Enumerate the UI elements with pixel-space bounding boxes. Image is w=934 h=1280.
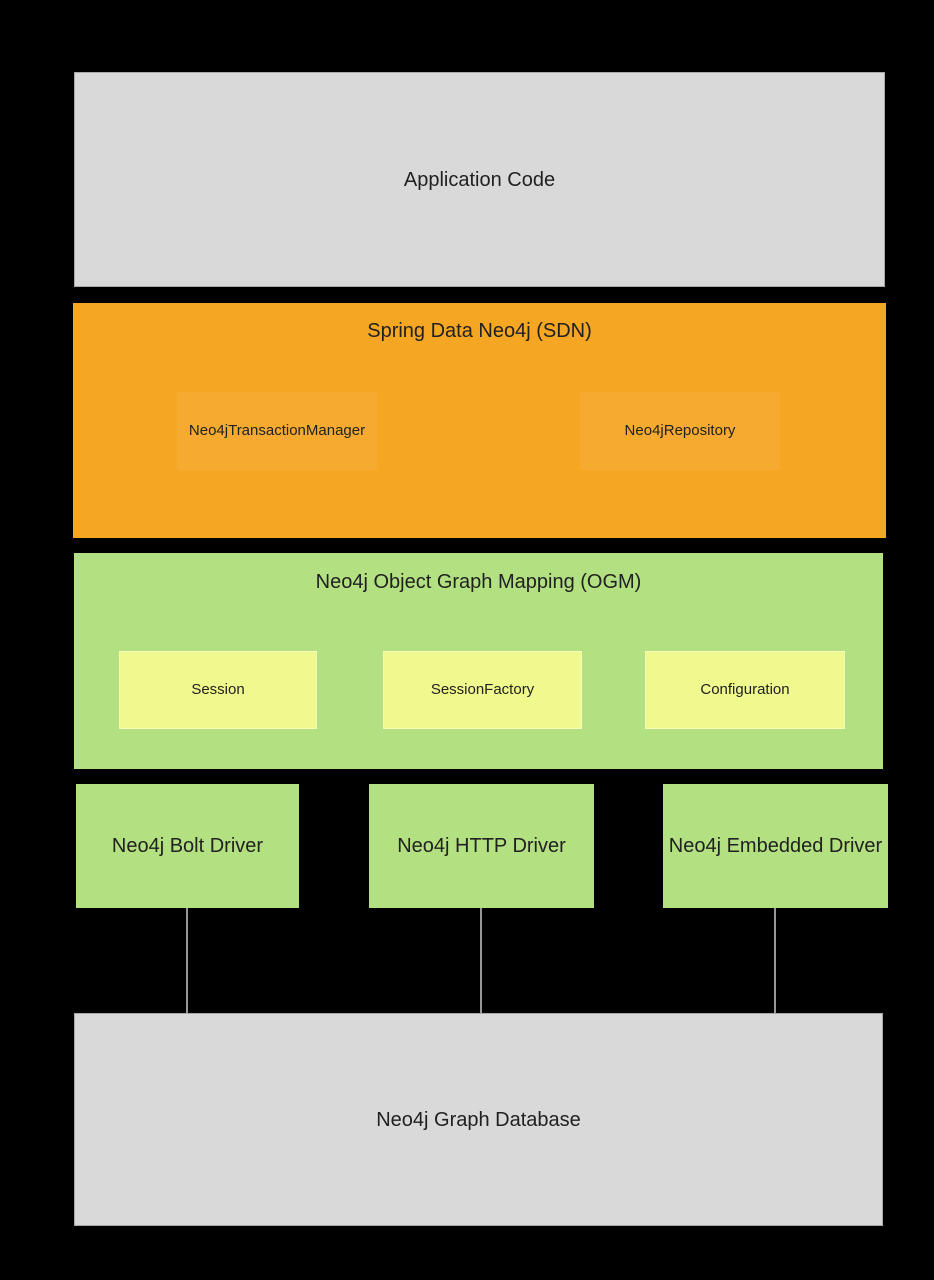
neo4j-embedded-driver-label: Neo4j Embedded Driver [668,835,883,857]
session-box: Session [119,651,317,729]
application-code-box: Application Code [74,72,885,287]
session-factory-box: SessionFactory [383,651,582,729]
neo4j-http-driver-label: Neo4j HTTP Driver [397,835,566,857]
spring-data-neo4j-box: Spring Data Neo4j (SDN) Neo4jTransaction… [73,303,886,538]
neo4j-ogm-box: Neo4j Object Graph Mapping (OGM) Session… [74,553,883,769]
neo4j-ogm-title: Neo4j Object Graph Mapping (OGM) [315,571,642,593]
neo4j-graph-database-box: Neo4j Graph Database [74,1013,883,1226]
neo4j-bolt-driver-label: Neo4j Bolt Driver [111,835,264,857]
neo4j-repository-label: Neo4jRepository [624,422,736,439]
neo4j-bolt-driver-box: Neo4j Bolt Driver [76,784,299,908]
neo4j-transaction-manager-label: Neo4jTransactionManager [188,422,366,439]
embedded-driver-connector-line [774,908,776,1013]
session-label: Session [191,681,245,698]
application-code-label: Application Code [403,168,556,191]
configuration-box: Configuration [645,651,845,729]
spring-data-neo4j-title: Spring Data Neo4j (SDN) [367,320,592,342]
http-driver-connector-line [480,908,482,1013]
bolt-driver-connector-line [186,908,188,1013]
session-factory-label: SessionFactory [430,681,535,698]
neo4j-http-driver-box: Neo4j HTTP Driver [369,784,594,908]
neo4j-repository-box: Neo4jRepository [580,392,780,470]
configuration-label: Configuration [700,681,790,698]
neo4j-graph-database-label: Neo4j Graph Database [376,1108,581,1131]
neo4j-embedded-driver-box: Neo4j Embedded Driver [663,784,888,908]
neo4j-transaction-manager-box: Neo4jTransactionManager [177,392,377,470]
